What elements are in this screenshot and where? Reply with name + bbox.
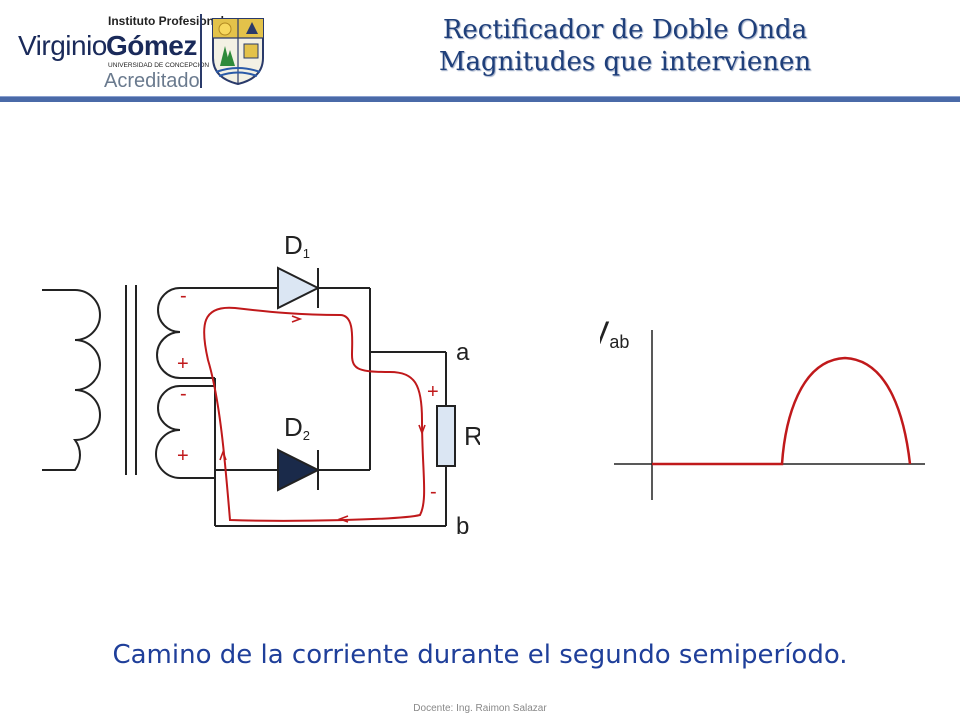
graph-ylabel: Vab [600,315,629,352]
header-bar [0,96,960,102]
title-line2: Magnitudes que intervienen [438,47,812,77]
d1-label: D1 [284,230,310,261]
terminal-b: b [456,513,469,540]
d2-label: D2 [284,412,310,443]
current-arrow-top [291,315,303,323]
caption: Camino de la corriente durante el segund… [112,640,848,670]
rectifier-circuit-diagram: D1 D2 a b R - + - + + - [42,230,480,540]
resistor [436,405,456,467]
logo-line2b: Gómez [106,30,197,61]
polarity-bottom-plus: + [177,445,189,467]
logo-line1: Instituto Profesional [108,14,225,28]
logo-line2a: Virginio [18,30,107,61]
current-path [203,306,426,522]
secondary-bottom-winding [155,385,215,479]
polarity-top-minus: - [180,285,187,307]
primary-winding [42,289,101,471]
vab-waveform-graph: Vab [600,315,925,500]
diode-d2 [277,448,321,492]
resistor-plus: + [427,381,439,403]
polarity-top-plus: + [177,353,189,375]
current-arrow-right [418,424,426,436]
slide-title: Rectificador de Doble Onda Magnitudes qu… [300,14,950,78]
institution-logo: Instituto Profesional Virginio Gómez UNI… [10,12,270,92]
resistor-label: R [464,421,480,451]
current-arrow-bottom [337,515,349,523]
vab-waveform [652,356,912,466]
logo-line4: Acreditado [104,70,200,92]
diode-d1 [277,266,321,310]
slide-header: Instituto Profesional Virginio Gómez UNI… [0,0,960,100]
crest-icon [212,18,264,86]
title-line1: Rectificador de Doble Onda [442,15,808,45]
logo-line3: UNIVERSIDAD DE CONCEPCION [108,62,210,69]
current-arrow-left [219,449,227,461]
polarity-bottom-minus: - [180,383,187,405]
resistor-minus: - [430,481,437,503]
logo-divider [200,14,202,88]
secondary-top-winding [156,287,215,379]
terminal-a: a [456,339,470,366]
footer-credit: Docente: Ing. Raimon Salazar [413,703,547,714]
